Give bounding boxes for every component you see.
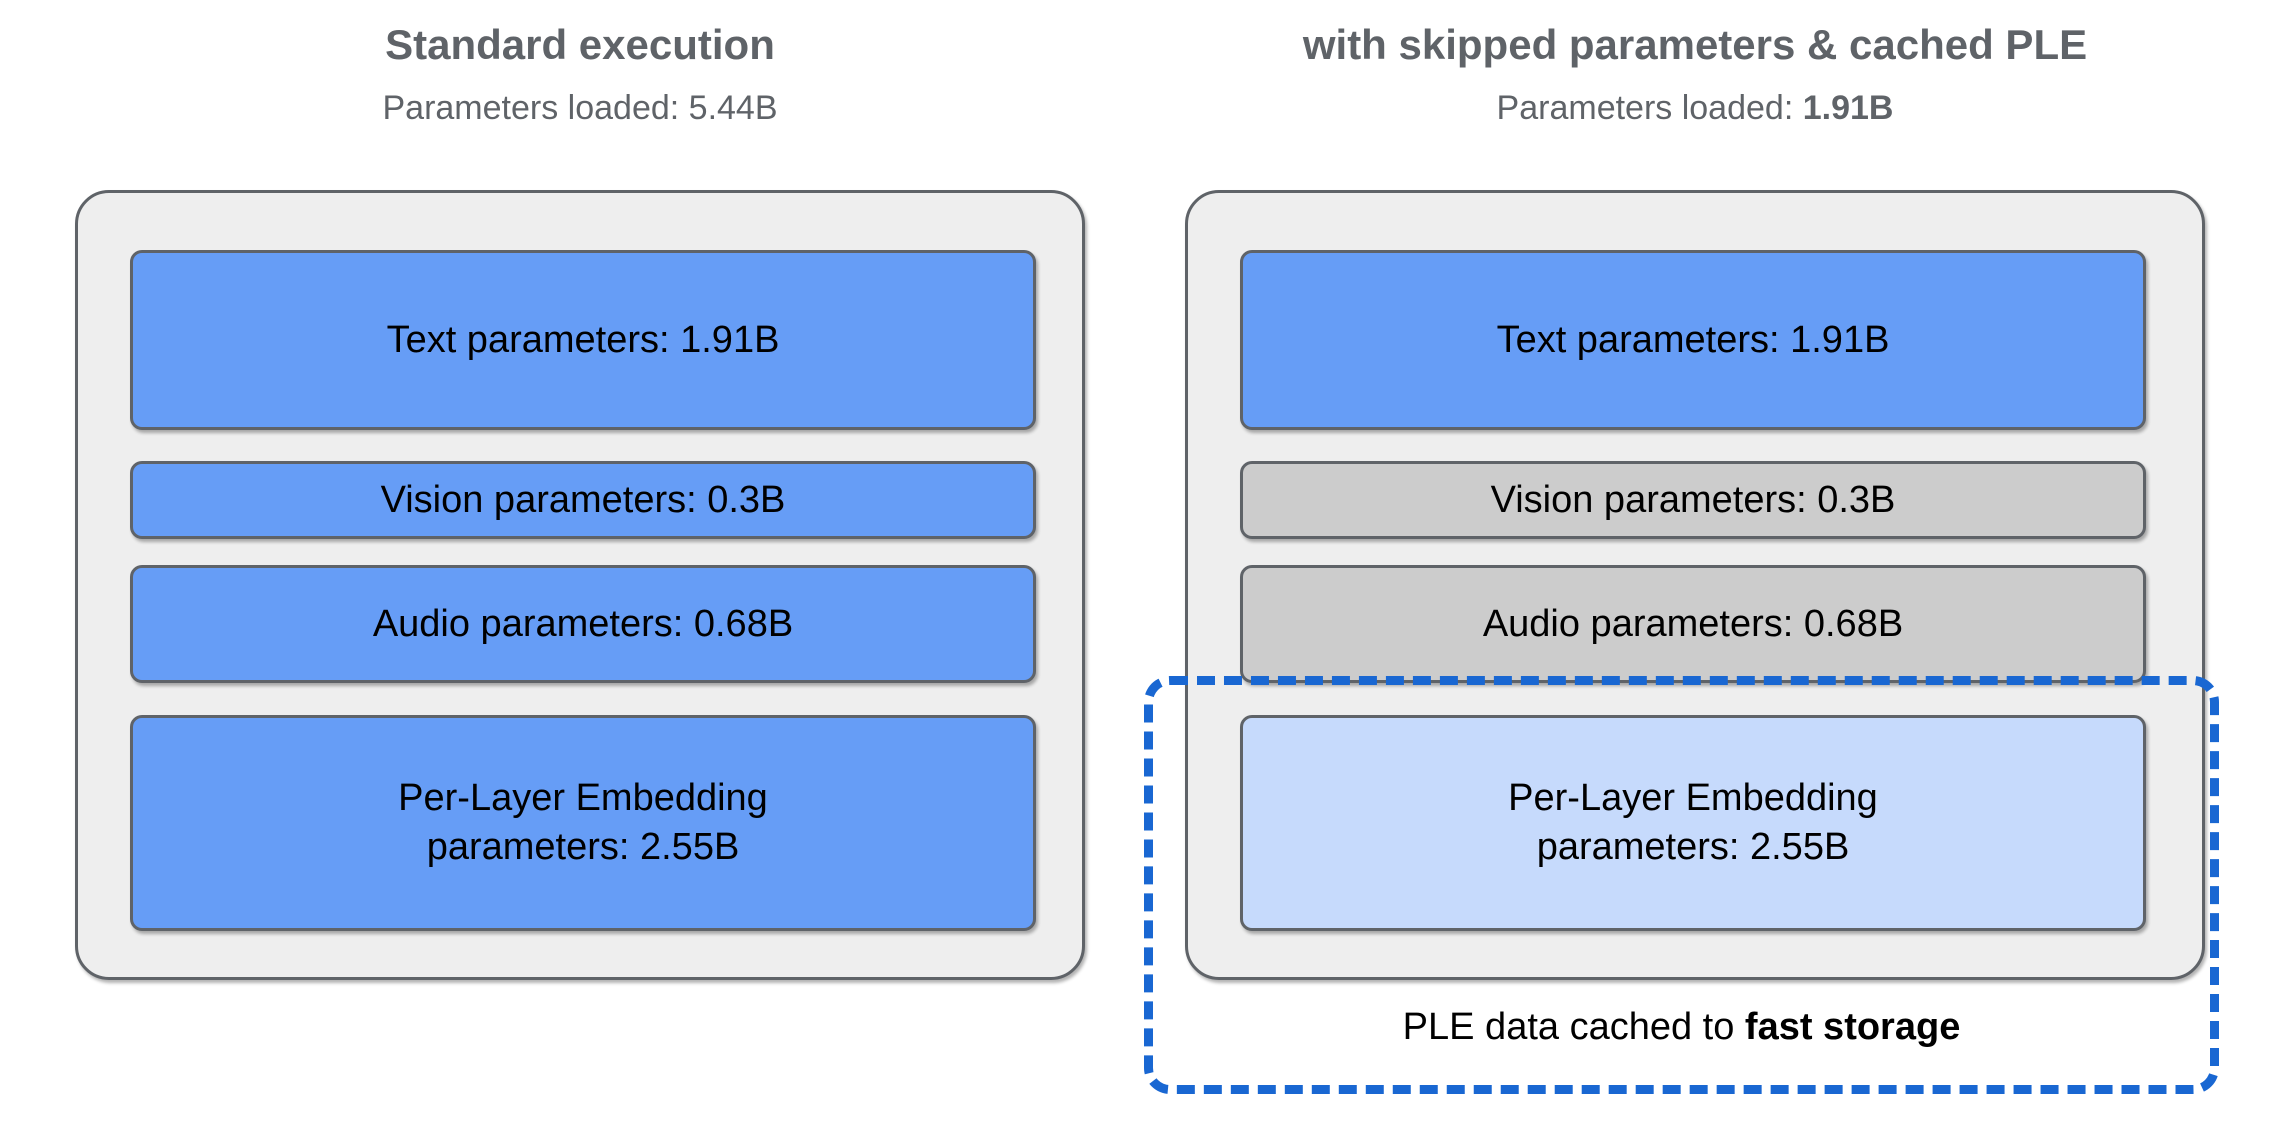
left-vision-parameters-label: Vision parameters: 0.3B: [380, 478, 786, 521]
right-subtitle-prefix: Parameters loaded:: [1496, 89, 1803, 128]
left-subtitle-value: 5.44B: [688, 89, 778, 128]
left-column-header: Standard execution Parameters loaded: 5.…: [75, 21, 1085, 128]
right-column-subtitle: Parameters loaded: 1.91B: [1185, 89, 2205, 128]
cache-caption-emphasis: fast storage: [1744, 1006, 1961, 1048]
right-vision-parameters-label: Vision parameters: 0.3B: [1490, 478, 1896, 521]
left-text-parameters-box[interactable]: Text parameters: 1.91B: [130, 250, 1036, 430]
left-audio-parameters-box[interactable]: Audio parameters: 0.68B: [130, 565, 1036, 683]
right-audio-parameters-box[interactable]: Audio parameters: 0.68B: [1240, 565, 2146, 683]
left-column-subtitle: Parameters loaded: 5.44B: [75, 89, 1085, 128]
cache-caption-prefix: PLE data cached to: [1402, 1006, 1745, 1048]
right-subtitle-value: 1.91B: [1802, 89, 1894, 128]
left-ple-parameters-label: Per-Layer Embedding parameters: 2.55B: [398, 774, 768, 871]
right-ple-line-2: parameters: 2.55B: [1536, 826, 1850, 868]
optimized-execution-panel: Text parameters: 1.91B Vision parameters…: [1185, 190, 2205, 980]
left-text-parameters-label: Text parameters: 1.91B: [386, 318, 780, 361]
right-ple-parameters-box[interactable]: Per-Layer Embedding parameters: 2.55B: [1240, 715, 2146, 931]
left-subtitle-prefix: Parameters loaded:: [382, 89, 689, 128]
right-column-title: with skipped parameters & cached PLE: [1302, 21, 2088, 68]
right-column-header: with skipped parameters & cached PLE Par…: [1185, 21, 2205, 128]
left-audio-parameters-label: Audio parameters: 0.68B: [372, 602, 794, 645]
right-ple-parameters-label: Per-Layer Embedding parameters: 2.55B: [1508, 774, 1878, 871]
cache-caption: PLE data cached to fast storage: [1144, 1005, 2219, 1051]
left-column-title: Standard execution: [385, 21, 775, 68]
right-ple-line-1: Per-Layer Embedding: [1508, 777, 1878, 820]
left-ple-line-2: parameters: 2.55B: [426, 826, 740, 868]
standard-execution-panel: Text parameters: 1.91B Vision parameters…: [75, 190, 1085, 980]
left-ple-line-1: Per-Layer Embedding: [398, 777, 768, 820]
right-text-parameters-label: Text parameters: 1.91B: [1496, 318, 1890, 361]
right-text-parameters-box[interactable]: Text parameters: 1.91B: [1240, 250, 2146, 430]
left-vision-parameters-box[interactable]: Vision parameters: 0.3B: [130, 461, 1036, 539]
right-vision-parameters-box[interactable]: Vision parameters: 0.3B: [1240, 461, 2146, 539]
right-audio-parameters-label: Audio parameters: 0.68B: [1482, 602, 1904, 645]
left-ple-parameters-box[interactable]: Per-Layer Embedding parameters: 2.55B: [130, 715, 1036, 931]
